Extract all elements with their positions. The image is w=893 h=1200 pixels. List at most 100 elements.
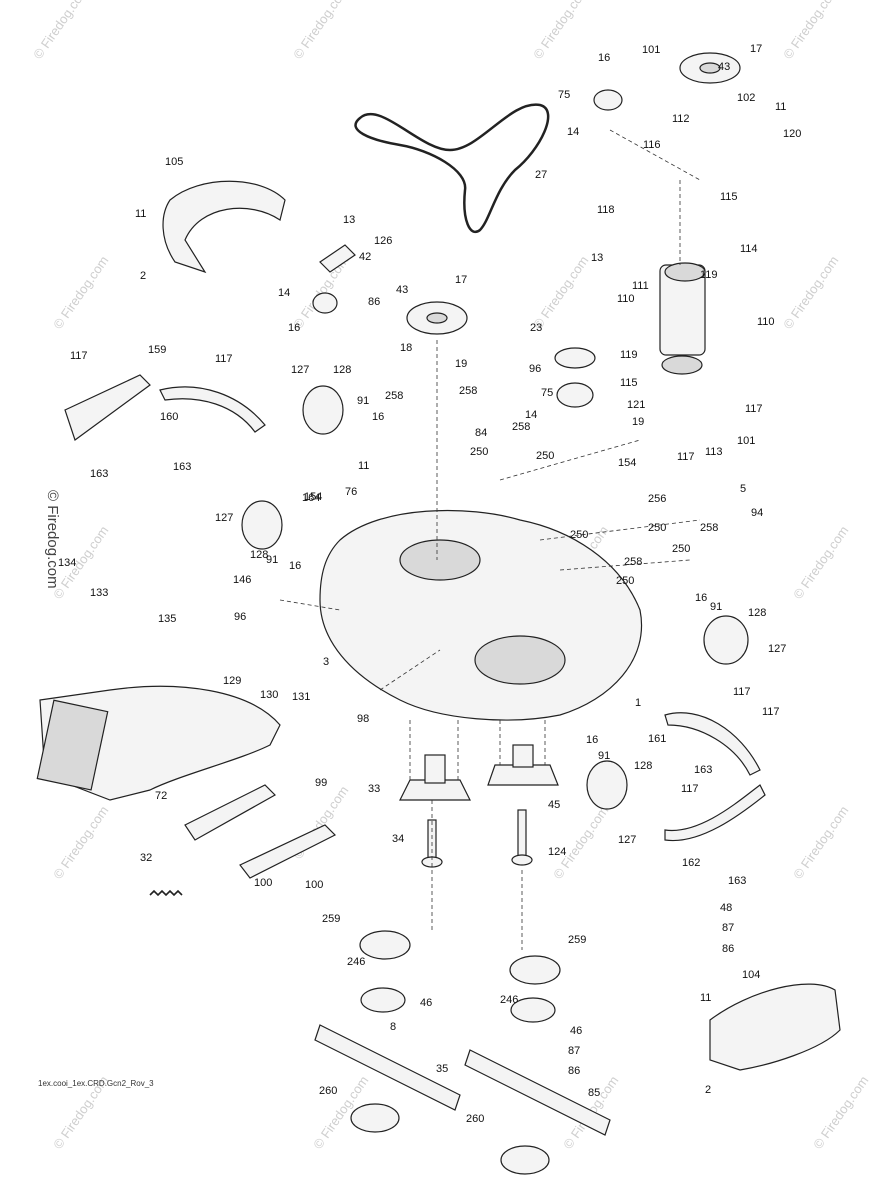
part-label: 16 <box>288 322 300 334</box>
part-label: 72 <box>155 790 167 802</box>
spring-part <box>149 889 183 897</box>
part-label: 258 <box>624 556 642 568</box>
part-label: 250 <box>536 450 554 462</box>
watermark: © Firedog.com <box>530 0 591 62</box>
part-label: 135 <box>158 613 176 625</box>
shield-part <box>709 983 841 1071</box>
assembly-line <box>379 649 441 691</box>
part-label: 258 <box>385 390 403 402</box>
part-label: 16 <box>695 592 707 604</box>
watermark: © Firedog.com <box>790 523 851 602</box>
part-label: 117 <box>745 403 763 415</box>
part-label: 98 <box>357 713 369 725</box>
assembly-line <box>279 599 341 611</box>
part-label: 113 <box>705 446 723 458</box>
part-label: 129 <box>223 675 241 687</box>
part-label: 42 <box>359 251 371 263</box>
watermark: © Firedog.com <box>810 1073 871 1152</box>
part-label: 5 <box>740 483 746 495</box>
part-label: 48 <box>720 902 732 914</box>
part-label: 110 <box>617 293 635 305</box>
part-label: 32 <box>140 852 152 864</box>
part-label: 18 <box>400 342 412 354</box>
part-label: 258 <box>459 385 477 397</box>
part-label: 115 <box>720 191 738 203</box>
blade-part <box>314 1024 461 1111</box>
part-label: 33 <box>368 783 380 795</box>
part-label: 75 <box>541 387 553 399</box>
part-label: 127 <box>618 834 636 846</box>
watermark: © Firedog.com <box>50 803 111 882</box>
bracket-part <box>184 784 276 841</box>
part-label: 159 <box>148 344 166 356</box>
gear-part <box>661 355 703 375</box>
part-label: 260 <box>319 1085 337 1097</box>
part-label: 258 <box>512 421 530 433</box>
part-label: 250 <box>570 529 588 541</box>
chute-mouth <box>36 699 109 791</box>
hub-part <box>509 955 561 985</box>
part-label: 119 <box>620 349 638 361</box>
part-label: 43 <box>718 61 730 73</box>
diagram-caption: 1ex.cooi_1ex.CRD.Gcn2_Rov_3 <box>38 1079 154 1088</box>
bracket-part <box>319 244 356 273</box>
assembly-line <box>499 439 641 481</box>
callout-layer: 1 2 2 3 5 8 11 11 11 11 13 13 14 14 14 1… <box>38 43 801 1125</box>
shield-part <box>162 180 286 274</box>
part-label: 114 <box>740 243 758 255</box>
assembly-line <box>559 559 691 571</box>
adapter-part <box>350 1103 400 1133</box>
part-label: 100 <box>254 877 272 889</box>
hub-part <box>510 997 556 1023</box>
part-label: 250 <box>470 446 488 458</box>
part-label: 154 <box>618 457 636 469</box>
part-label: 85 <box>588 1087 600 1099</box>
part-label: 87 <box>722 922 734 934</box>
part-label: 23 <box>530 322 542 334</box>
part-label: 258 <box>700 522 718 534</box>
part-label: 101 <box>642 44 660 56</box>
part-label: 128 <box>748 607 766 619</box>
hub-part <box>359 930 411 960</box>
part-label: 43 <box>396 284 408 296</box>
part-label: 119 <box>700 269 718 281</box>
part-label: 115 <box>620 377 638 389</box>
part-label: 19 <box>455 358 467 370</box>
part-label: 164 <box>302 492 320 504</box>
pulley-part <box>699 62 721 74</box>
part-label: 91 <box>710 601 722 613</box>
part-label: 127 <box>768 643 786 655</box>
part-label: 99 <box>315 777 327 789</box>
part-label: 117 <box>733 686 751 698</box>
wheel-part <box>703 615 749 665</box>
part-label: 117 <box>762 706 780 718</box>
blade-part <box>464 1049 611 1136</box>
part-label: 130 <box>260 689 278 701</box>
part-label: 102 <box>737 92 755 104</box>
part-label: 11 <box>775 101 786 113</box>
part-label: 128 <box>333 364 351 376</box>
idler-part <box>593 89 623 111</box>
part-label: 13 <box>343 214 355 226</box>
watermark: © Firedog.com <box>530 253 591 332</box>
part-label: 259 <box>322 913 340 925</box>
watermark: © Firedog.com <box>50 253 111 332</box>
part-label: 76 <box>345 486 357 498</box>
idler-part <box>312 292 338 314</box>
wheel-part <box>241 500 283 550</box>
part-label: 131 <box>292 691 310 703</box>
part-label: 256 <box>648 493 666 505</box>
part-label: 2 <box>140 270 146 282</box>
part-label: 75 <box>558 89 570 101</box>
part-label: 46 <box>570 1025 582 1037</box>
part-label: 101 <box>737 435 755 447</box>
part-label: 133 <box>90 587 108 599</box>
part-label: 35 <box>436 1063 448 1075</box>
part-label: 146 <box>233 574 251 586</box>
watermark: © Firedog.com <box>290 0 351 62</box>
part-label: 124 <box>548 846 566 858</box>
deck-opening <box>399 539 481 581</box>
part-label: 161 <box>648 733 666 745</box>
part-label: 127 <box>215 512 233 524</box>
